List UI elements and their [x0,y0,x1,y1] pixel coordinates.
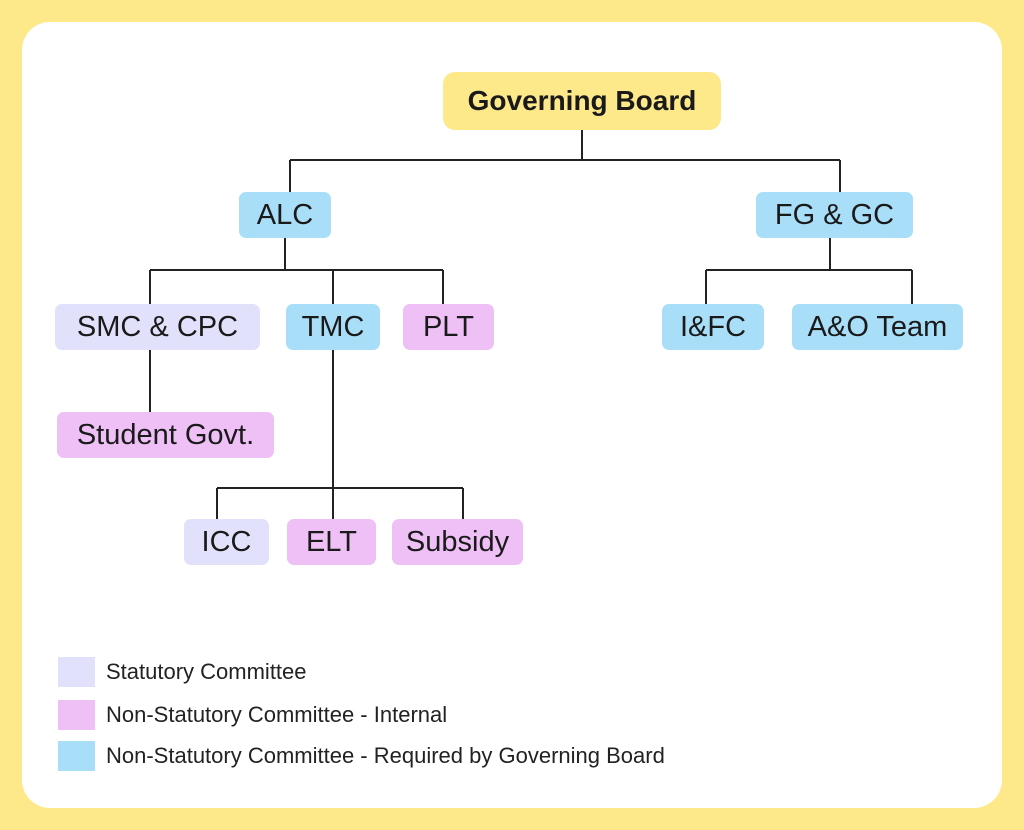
node-elt: ELT [287,519,376,565]
node-ifc: I&FC [662,304,764,350]
connector-tmc [216,350,464,519]
node-student-govt: Student Govt. [57,412,274,458]
node-subsidy: Subsidy [392,519,523,565]
legend-label: Non-Statutory Committee - Internal [106,702,448,727]
node-smc-cpc: SMC & CPC [55,304,260,350]
legend-swatch [58,657,95,687]
node-alc: ALC [239,192,331,238]
connector-fggc [705,238,913,304]
legend-swatch [58,700,95,730]
node-governing-board: Governing Board [443,72,721,130]
connector-alc [149,238,444,304]
node-tmc: TMC [286,304,380,350]
connector-board [289,130,841,192]
node-fg-gc: FG & GC [756,192,913,238]
node-plt: PLT [403,304,494,350]
node-ao-team: A&O Team [792,304,963,350]
legend-label: Statutory Committee [106,659,307,684]
legend-swatch [58,741,95,771]
legend-label: Non-Statutory Committee - Required by Go… [106,743,665,768]
node-icc: ICC [184,519,269,565]
